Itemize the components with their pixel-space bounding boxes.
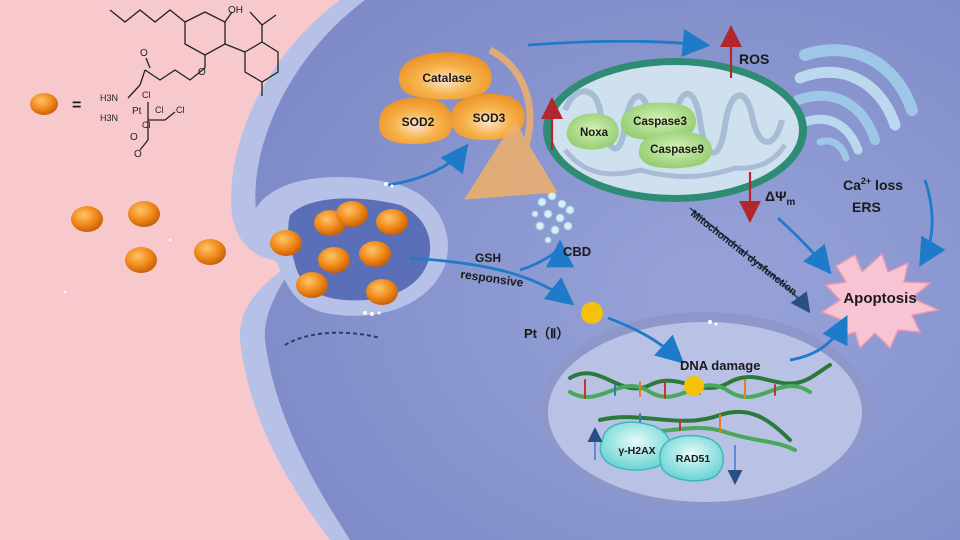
noxa-label: Noxa xyxy=(580,127,609,139)
cbd-label: CBD xyxy=(563,244,591,259)
apoptosis-burst: Apoptosis xyxy=(820,252,941,350)
h2ax-label: γ-H2AX xyxy=(618,445,655,457)
svg-text:Cl: Cl xyxy=(142,120,151,130)
enzyme-catalase: Catalase xyxy=(398,52,492,100)
pt-ion-dot xyxy=(581,302,603,324)
delta-psi-label: ΔΨm xyxy=(765,188,795,208)
extracellular-nanoparticles xyxy=(71,201,226,273)
rad51-label: RAD51 xyxy=(676,453,711,465)
svg-text:H3N: H3N xyxy=(100,113,118,123)
apoptosis-label: Apoptosis xyxy=(843,290,916,307)
enzyme-sod2: SOD2 xyxy=(378,97,453,144)
pt-ii-label: Pt（Ⅱ） xyxy=(524,326,569,341)
svg-text:Cl: Cl xyxy=(142,90,151,100)
svg-text:OH: OH xyxy=(228,5,243,16)
flow-arrows xyxy=(387,29,946,364)
endosome-nanoparticles xyxy=(270,201,408,305)
membrane-detail-line xyxy=(284,331,381,346)
rad51-protein: RAD51 xyxy=(659,434,724,482)
caspase3-label: Caspase3 xyxy=(633,116,687,128)
dna-damage-label: DNA damage xyxy=(680,358,760,373)
svg-text:O: O xyxy=(130,132,138,143)
svg-text:O: O xyxy=(140,48,148,59)
legend-nanoparticle-icon xyxy=(30,93,58,115)
catalase-label: Catalase xyxy=(422,71,472,85)
chemical-labels: OH O O H3N H3N Pt Cl Cl Cl Cl O O xyxy=(100,5,243,160)
sod3-label: SOD3 xyxy=(473,111,506,125)
pt-dna-dot xyxy=(684,376,704,396)
chemical-structure xyxy=(109,9,279,151)
gsh-label: GSH xyxy=(475,251,501,265)
ca-loss-label: Ca2+ loss xyxy=(843,176,903,193)
protein-noxa: Noxa xyxy=(566,113,619,150)
ros-label: ROS xyxy=(739,51,769,67)
svg-text:H3N: H3N xyxy=(100,93,118,103)
enzyme-sod3: SOD3 xyxy=(451,93,525,140)
protein-caspase9: Caspase9 xyxy=(638,131,713,169)
svg-text:Cl: Cl xyxy=(176,105,185,115)
svg-text:O: O xyxy=(134,149,142,160)
golgi-apparatus xyxy=(793,44,918,162)
caspase9-label: Caspase9 xyxy=(650,144,704,156)
sod2-label: SOD2 xyxy=(402,115,435,129)
legend-equals: = xyxy=(72,97,81,114)
ers-label: ERS xyxy=(852,199,881,215)
ros-scavenge-arrow xyxy=(463,46,558,200)
svg-text:O: O xyxy=(198,67,206,78)
svg-text:Cl: Cl xyxy=(155,105,164,115)
decorative-dots xyxy=(63,182,718,326)
protein-caspase3: Caspase3 xyxy=(620,102,697,141)
svg-text:Pt: Pt xyxy=(132,106,142,117)
mito-dysfunction-arrow xyxy=(689,207,811,314)
